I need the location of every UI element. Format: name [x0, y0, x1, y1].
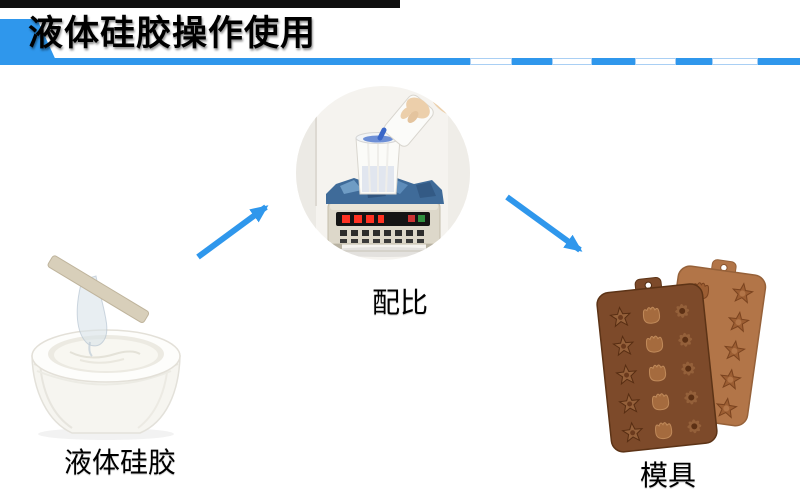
electronic-scale [327, 201, 441, 249]
pour-stream [377, 127, 387, 141]
arrow-to-mold-icon [505, 194, 583, 253]
measuring-cup [355, 132, 401, 195]
label-liquid-silicone: 液体硅胶 [63, 447, 177, 478]
arrow-to-mixing-icon [196, 204, 269, 260]
label-mold: 模具 [639, 460, 697, 491]
label-mixing-ratio: 配比 [371, 287, 429, 318]
dash-segment [470, 58, 512, 65]
dash-segment [635, 58, 676, 65]
scale-scene [296, 86, 470, 260]
dash-segment [592, 58, 635, 65]
dash-segment [512, 58, 552, 65]
silicone-bucket [31, 329, 181, 434]
spatula-stick [47, 255, 150, 324]
silicone-drip [88, 341, 93, 357]
dash-segment [676, 58, 712, 65]
cabinet-edge [296, 86, 316, 260]
liquid-silicone-photo [31, 255, 181, 440]
title-underline-dashes [470, 58, 800, 65]
slide-title: 液体硅胶操作使用 [28, 14, 317, 53]
title-underline-bar [0, 58, 470, 65]
dash-segment [758, 58, 800, 65]
dash-segment [552, 58, 592, 65]
front-mold-tray [596, 277, 718, 453]
liquid-silicone-surface [54, 339, 158, 371]
mixing-photo [296, 86, 470, 260]
top-black-bar [0, 0, 400, 8]
wall-shade [448, 86, 470, 260]
mold-photo [596, 259, 767, 453]
dash-segment [712, 58, 758, 65]
